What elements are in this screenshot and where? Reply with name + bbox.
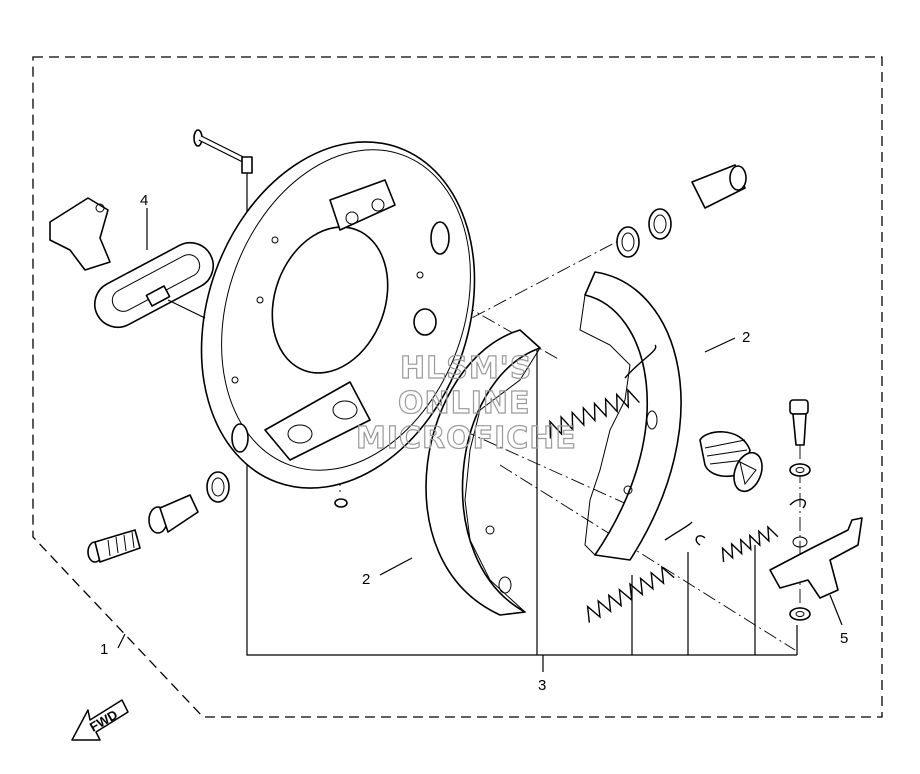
anchor-pin (193, 129, 253, 174)
hold-down-spring (699, 431, 763, 493)
svg-text:MICROFICHE: MICROFICHE (356, 421, 577, 456)
callout-1-leader (117, 633, 126, 649)
return-spring-lower (586, 521, 693, 623)
brake-shoe-left (379, 329, 541, 616)
adjuster-spring (695, 498, 807, 563)
watermark: HLSM'S ONLINE MICROFICHE (355, 350, 577, 456)
brake-back-plate (200, 141, 476, 489)
part-5-bracket (769, 399, 863, 626)
callout-4: 4 (140, 192, 148, 209)
callout-1: 1 (100, 641, 108, 658)
svg-text:HLSM'S: HLSM'S (400, 351, 532, 386)
part-4-adjuster (49, 197, 215, 329)
callout-2-right: 2 (742, 329, 750, 346)
return-spring-upper (549, 344, 657, 439)
assembly-boundary (32, 56, 883, 718)
callout-5: 5 (840, 630, 848, 647)
callout-3: 3 (538, 677, 546, 694)
brake-shoe-right (579, 271, 736, 561)
wheel-cylinder (616, 164, 747, 258)
fwd-arrow-icon: FWD (71, 699, 129, 741)
bleed-screw-set (87, 471, 348, 563)
svg-text:ONLINE: ONLINE (398, 386, 531, 421)
callout-2-left: 2 (362, 571, 370, 588)
